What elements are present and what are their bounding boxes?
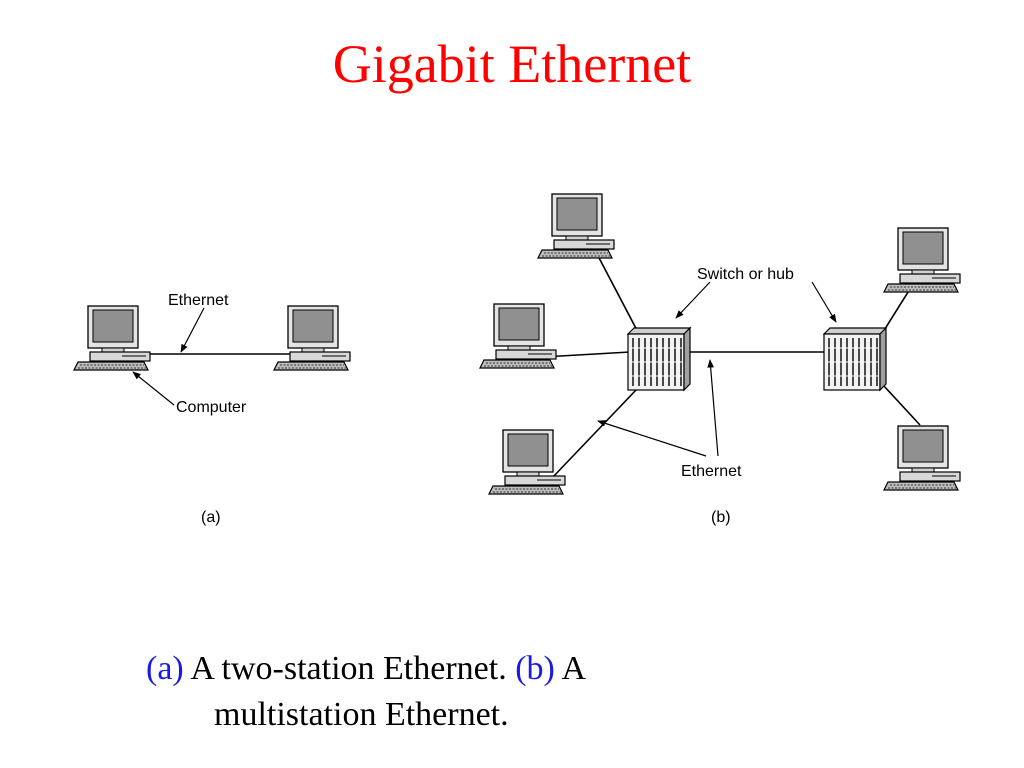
label-switch-or-hub: Switch or hub [697, 266, 794, 283]
switch-icon [823, 327, 887, 391]
caption-tag-a: (a) [146, 650, 184, 687]
sublabel-b: (b) [711, 509, 731, 526]
label-ethernet-b: Ethernet [681, 463, 742, 480]
arrow-switch-right [811, 281, 837, 323]
arrow-computer-a [132, 371, 175, 406]
arrow-ethernet-a [180, 307, 205, 353]
label-computer-a: Computer [176, 399, 247, 416]
computer-icon [883, 227, 961, 293]
slide-title: Gigabit Ethernet [332, 34, 692, 94]
computer-icon [488, 429, 566, 495]
ethernet-cables-b [542, 253, 921, 479]
computer-icon [273, 305, 351, 371]
panel-a: Ethernet Computer (a) [73, 292, 351, 526]
sublabel-a: (a) [201, 509, 221, 526]
caption-text-a: A two-station Ethernet. [183, 650, 516, 687]
caption-text-b-2: multistation Ethernet. [214, 696, 509, 733]
arrow-ethernet-b-up [707, 359, 719, 457]
caption-tag-b: (b) [515, 650, 555, 687]
computer-icon [479, 303, 557, 369]
slide-caption: (a) A two-station Ethernet. (b) A multis… [146, 646, 786, 738]
caption-text-b-1: A [554, 650, 587, 687]
arrow-ethernet-b-left [597, 420, 707, 457]
arrow-switch-left [675, 281, 711, 319]
switch-icon [627, 327, 691, 391]
panel-b: Switch or hub Ethernet (b) [479, 193, 961, 526]
computer-icon [883, 425, 961, 491]
computer-icon [73, 305, 151, 371]
computer-icon [537, 193, 615, 259]
label-ethernet-a: Ethernet [168, 292, 229, 309]
